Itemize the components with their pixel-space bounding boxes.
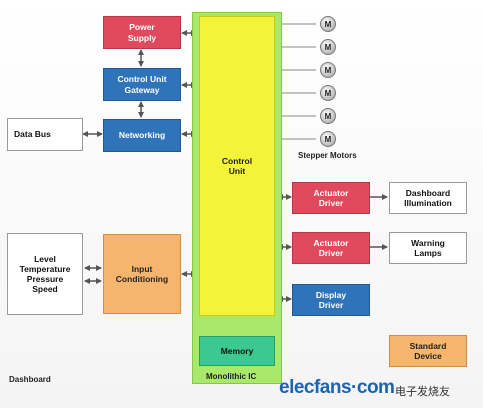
- stepper-motor-icon: M: [320, 62, 336, 78]
- watermark-chinese: 电子发烧友: [395, 386, 450, 398]
- monolithic-ic-label: Monolithic IC: [206, 372, 257, 381]
- dashboard-illumination-block: Dashboard Illumination: [389, 182, 467, 214]
- data-bus-block: Data Bus: [7, 118, 83, 151]
- stepper-motors-label: Stepper Motors: [298, 151, 357, 160]
- sensor-inputs-block: Level Temperature Pressure Speed: [7, 233, 83, 315]
- memory-block: Memory: [199, 336, 275, 366]
- power-supply-block: Power Supply: [103, 16, 181, 49]
- actuator-driver-1-block: Actuator Driver: [292, 182, 370, 214]
- stepper-motor-icon: M: [320, 39, 336, 55]
- networking-block: Networking: [103, 119, 181, 152]
- display-driver-block: Display Driver: [292, 284, 370, 316]
- stepper-motor-icon: M: [320, 16, 336, 32]
- control-unit-gateway-block: Control Unit Gateway: [103, 68, 181, 101]
- actuator-driver-2-block: Actuator Driver: [292, 232, 370, 264]
- standard-device-legend: Standard Device: [389, 335, 467, 367]
- dashboard-label: Dashboard: [9, 375, 51, 384]
- warning-lamps-block: Warning Lamps: [389, 232, 467, 264]
- watermark-site: elecfans·com: [279, 377, 395, 398]
- control-unit-block: Control Unit: [199, 16, 275, 316]
- stepper-motor-icon: M: [320, 85, 336, 101]
- input-conditioning-block: Input Conditioning: [103, 234, 181, 314]
- stepper-motor-icon: M: [320, 131, 336, 147]
- stepper-motor-icon: M: [320, 108, 336, 124]
